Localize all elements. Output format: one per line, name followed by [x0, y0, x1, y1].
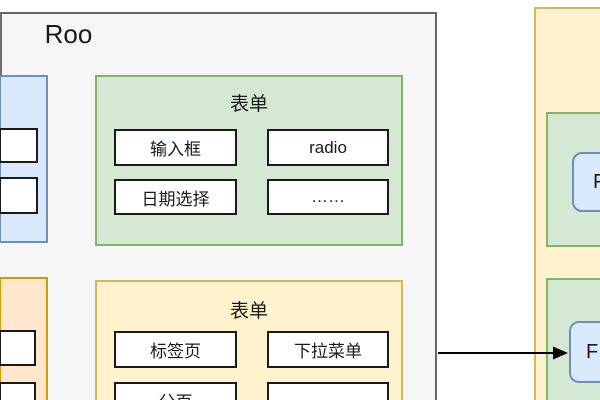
right-rounded-node-1: F — [572, 152, 600, 212]
component-node-input: 输入框 — [114, 129, 237, 166]
form-group-green-title: 表单 — [229, 94, 268, 115]
form-group-yellow-title: 表单 — [229, 301, 268, 322]
component-node-blank — [267, 382, 389, 400]
component-node-dropdown: 下拉菜单 — [267, 331, 389, 368]
component-node-pagination: 分页 — [114, 382, 237, 400]
blue-group-item — [0, 128, 38, 163]
orange-group-item — [0, 330, 36, 366]
blue-group-item — [0, 177, 38, 214]
right-rounded-node-2: F — [569, 321, 600, 383]
component-node-tabs: 标签页 — [114, 331, 237, 368]
component-node-radio: radio — [267, 129, 389, 166]
cropped-left-border — [0, 12, 2, 75]
component-node-ellipsis: …… — [267, 179, 389, 215]
component-node-datepicker: 日期选择 — [114, 179, 237, 215]
orange-group-item — [0, 382, 36, 400]
root-container-label: Roo — [44, 19, 93, 49]
